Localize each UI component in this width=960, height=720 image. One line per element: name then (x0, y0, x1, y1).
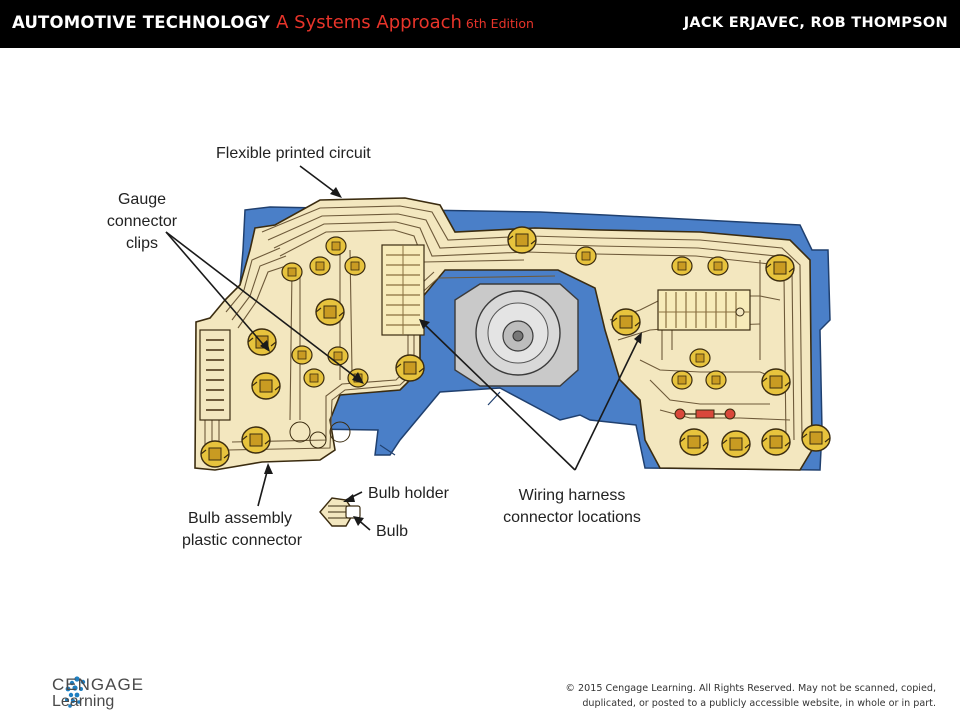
copyright-line2: duplicated, or posted to a publicly acce… (582, 698, 936, 709)
instrument-cluster-diagram: Flexible printed circuit Gauge connector… (107, 145, 831, 549)
label-bulb: Bulb (376, 523, 408, 540)
book-edition: 6th Edition (465, 16, 534, 31)
gauge-connector-clips (289, 421, 351, 449)
resistor (674, 408, 736, 420)
label-gauge-line3: clips (126, 235, 158, 252)
book-title-main: AUTOMOTIVE TECHNOLOGY (12, 13, 271, 32)
leader-lines (165, 165, 641, 531)
label-bulb-assembly-line1: Bulb assembly (188, 510, 292, 527)
label-gauge-line2: connector (107, 213, 178, 230)
wiring-harness-connector-left (381, 244, 425, 336)
wiring-harness-connector-right (657, 289, 751, 331)
leader-arrowheads (260, 187, 642, 526)
left-connector-block (199, 329, 231, 421)
cengage-wordmark: CENGAGE Learning (52, 676, 144, 710)
label-bulb-holder: Bulb holder (368, 485, 450, 502)
label-wiring-harness-line1: Wiring harness (519, 487, 626, 504)
copyright-notice: © 2015 Cengage Learning. All Rights Rese… (516, 681, 936, 711)
label-flexible-printed-circuit: Flexible printed circuit (216, 145, 371, 162)
authors: JACK ERJAVEC, ROB THOMPSON (683, 15, 948, 31)
center-gauge (454, 283, 579, 387)
label-gauge-line1: Gauge (118, 191, 166, 208)
cengage-logo-icon (65, 676, 86, 708)
copyright-line1: © 2015 Cengage Learning. All Rights Rese… (565, 683, 936, 694)
label-bulb-assembly-line2: plastic connector (182, 532, 303, 549)
logo-line1: CENGAGE (52, 675, 145, 694)
logo-line2: Learning (52, 693, 115, 710)
book-subtitle: A Systems Approach (276, 12, 462, 33)
bulb-holder-assembly (319, 497, 361, 527)
label-wiring-harness-line2: connector locations (503, 509, 641, 526)
